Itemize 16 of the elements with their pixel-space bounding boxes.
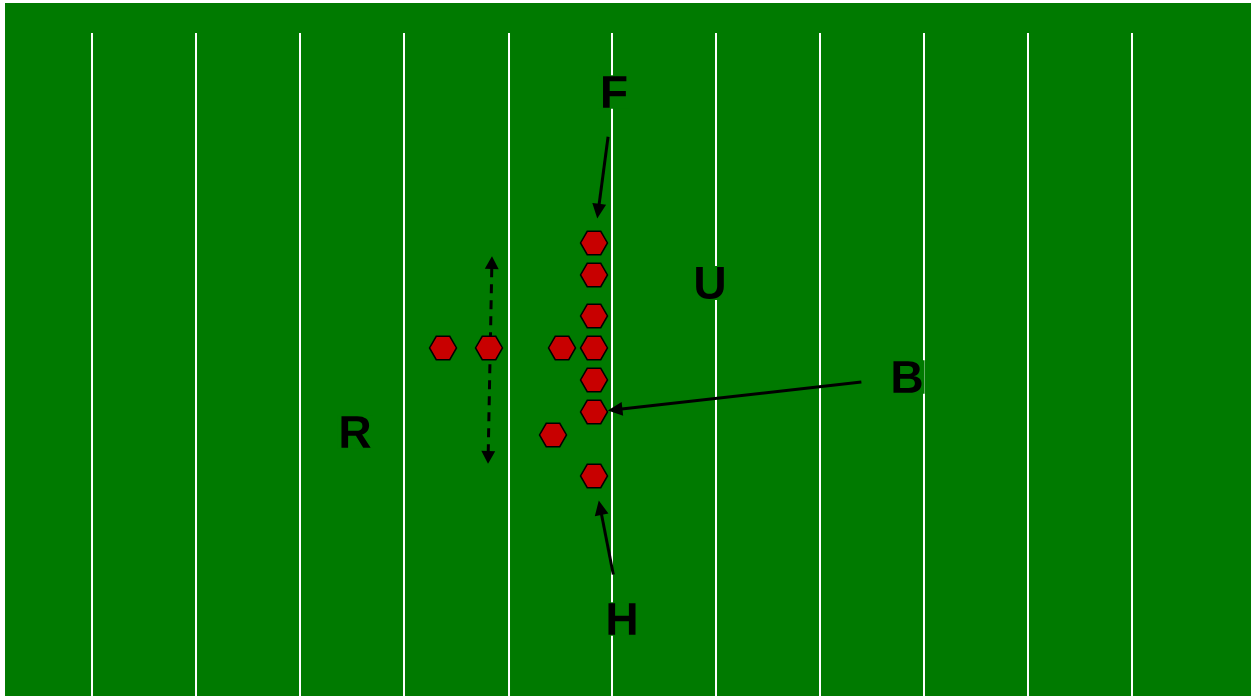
player-hexagon	[579, 463, 609, 489]
player-hexagon	[579, 367, 609, 393]
position-letter: F	[598, 75, 630, 109]
player-hexagon	[579, 230, 609, 256]
player-hexagon	[538, 422, 568, 448]
position-letter: H	[604, 602, 640, 636]
player-hexagon	[474, 335, 504, 361]
position-letter: U	[692, 265, 728, 301]
player-hexagon	[428, 335, 458, 361]
player-hexagon	[579, 262, 609, 288]
player-hexagon	[579, 303, 609, 329]
player-hexagon	[579, 335, 609, 361]
position-letter: B	[889, 360, 925, 394]
player-hexagon	[579, 399, 609, 425]
player-hexagon	[547, 335, 577, 361]
position-letter: R	[337, 415, 373, 449]
